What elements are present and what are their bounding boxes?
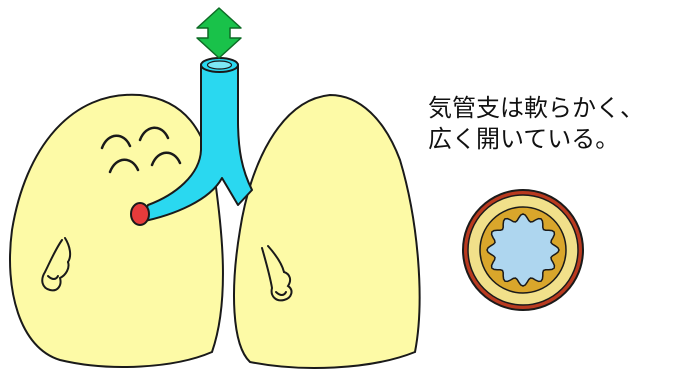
bronchus-cross-section (463, 190, 583, 310)
mouth (131, 203, 149, 225)
right-lung (234, 95, 420, 368)
caption-line-1: 気管支は軟らかく、 (428, 93, 668, 124)
caption-line-2: 広く開いている。 (428, 124, 668, 155)
double-arrow-icon (197, 8, 241, 58)
caption: 気管支は軟らかく、 広く開いている。 (428, 93, 668, 155)
